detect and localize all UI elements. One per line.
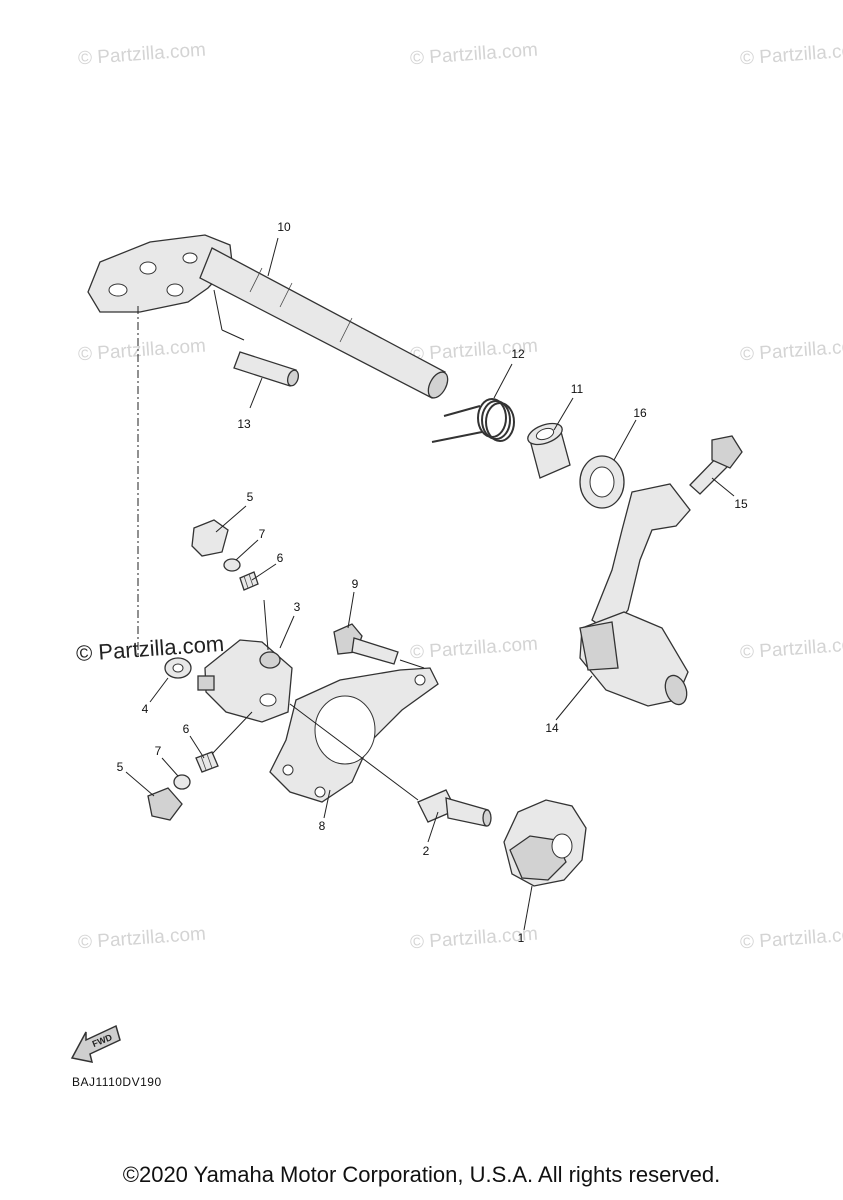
fwd-arrow-icon: FWD <box>70 1024 121 1063</box>
part-11-collar[interactable] <box>525 419 571 479</box>
part-16-oil-seal[interactable] <box>579 455 625 509</box>
part-1-segment[interactable] <box>503 799 587 887</box>
callout-10: 10 <box>277 220 291 234</box>
callout-6-upper: 6 <box>276 551 284 565</box>
callout-8: 8 <box>318 819 326 833</box>
part-7-lower[interactable] <box>173 774 191 790</box>
callout-7-upper: 7 <box>258 527 266 541</box>
part-8-plate[interactable] <box>269 667 439 803</box>
part-4-washer[interactable] <box>164 657 192 679</box>
part-12-spring[interactable] <box>431 398 515 443</box>
part-3-shift-guide[interactable] <box>197 639 293 723</box>
diagram-code: BAJ1110DV190 <box>72 1075 162 1089</box>
part-5-upper[interactable] <box>191 519 229 557</box>
part-6-upper[interactable] <box>239 571 259 591</box>
callout-1: 1 <box>517 931 525 945</box>
part-9-bolt[interactable] <box>333 623 399 665</box>
callout-15: 15 <box>734 497 748 511</box>
callout-5-upper: 5 <box>246 490 254 504</box>
callout-4: 4 <box>141 702 149 716</box>
callout-7-lower: 7 <box>154 744 162 758</box>
callout-16: 16 <box>633 406 647 420</box>
part-14-shift-pedal[interactable] <box>579 483 691 708</box>
callout-5-lower: 5 <box>116 760 124 774</box>
callout-11: 11 <box>570 382 584 396</box>
callout-14: 14 <box>545 721 559 735</box>
part-2-shaft[interactable] <box>417 789 492 827</box>
callout-6-lower: 6 <box>182 722 190 736</box>
leader-lines <box>125 237 735 931</box>
part-15-bolt[interactable] <box>689 435 743 495</box>
part-10-shift-shaft[interactable] <box>87 234 452 401</box>
callout-12: 12 <box>511 347 525 361</box>
callout-13: 13 <box>237 417 251 431</box>
part-6-lower[interactable] <box>195 751 219 773</box>
callout-3: 3 <box>293 600 301 614</box>
part-13-pin[interactable] <box>233 351 300 387</box>
copyright-notice: ©2020 Yamaha Motor Corporation, U.S.A. A… <box>122 1162 721 1187</box>
part-5-lower[interactable] <box>147 787 183 821</box>
callout-2: 2 <box>422 844 430 858</box>
callout-9: 9 <box>351 577 359 591</box>
part-7-upper[interactable] <box>223 558 241 572</box>
